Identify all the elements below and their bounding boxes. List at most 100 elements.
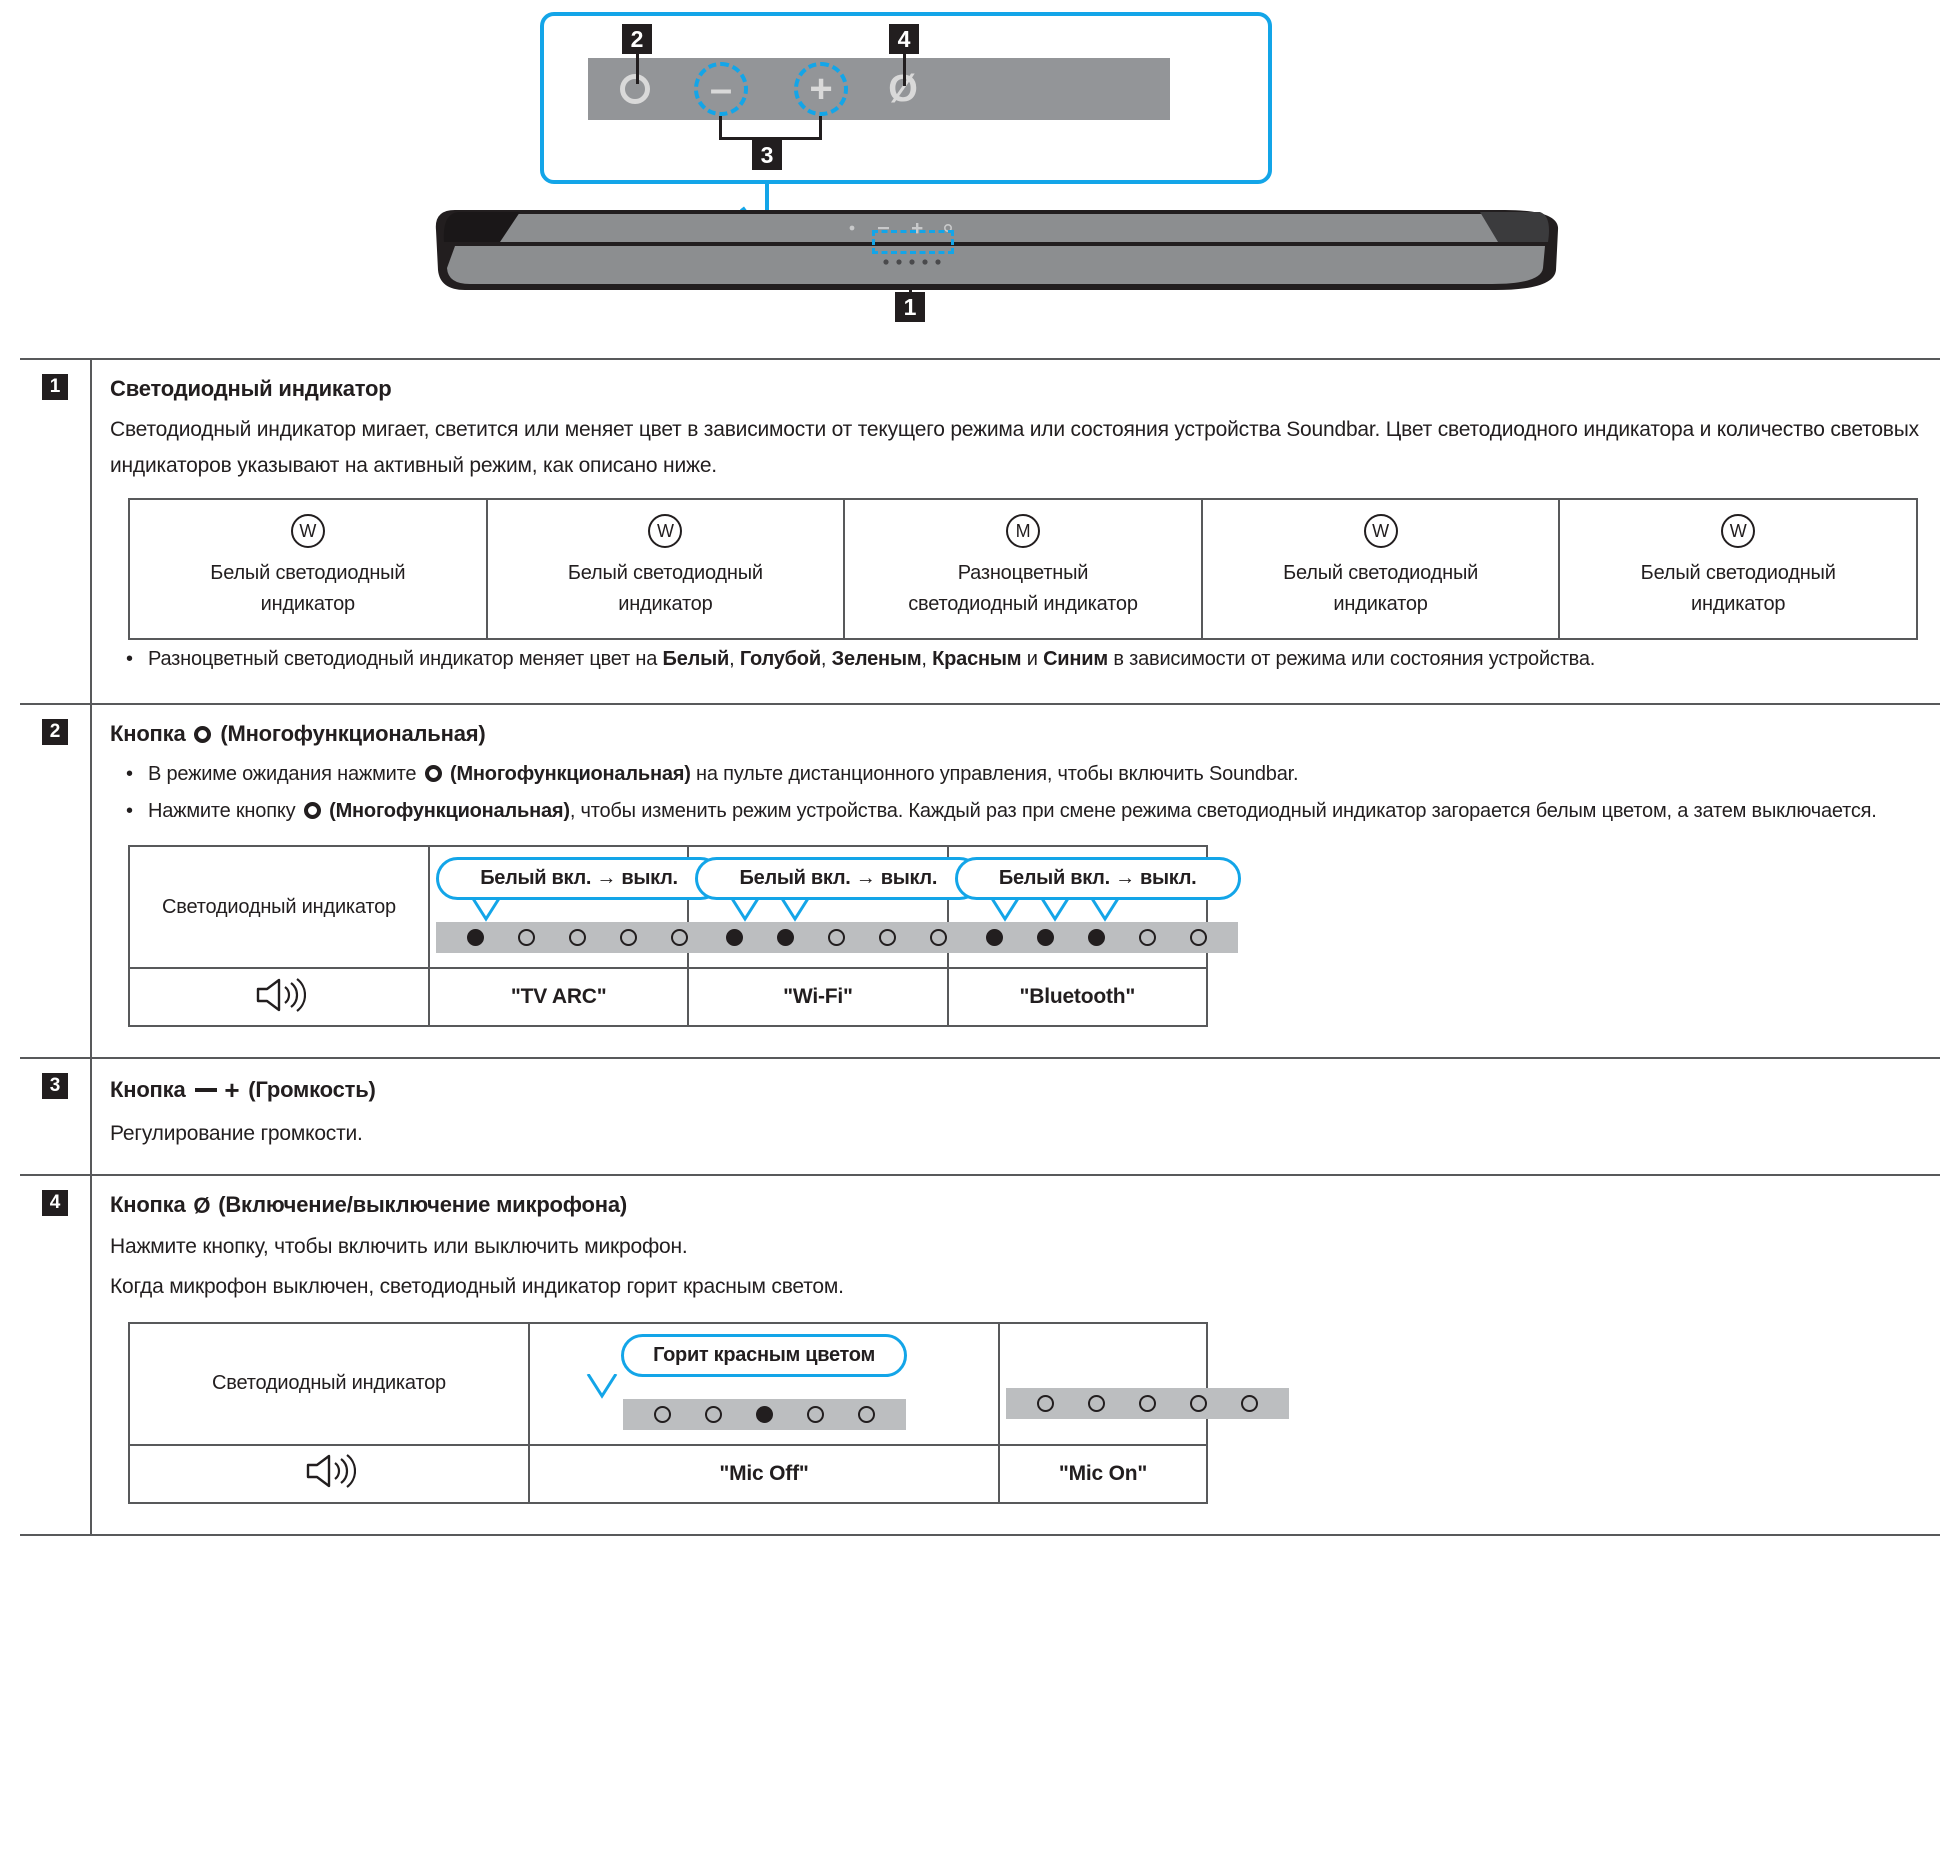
led-dot bbox=[704, 1405, 722, 1423]
led-cell-2: W Белый светодиодный индикатор bbox=[485, 498, 846, 641]
sep: , bbox=[729, 648, 740, 671]
section-badge-2: 2 bbox=[42, 719, 68, 746]
soundbar-diagram: – + Ø 2 4 3 1 bbox=[0, 0, 1960, 358]
led-letter-icon: W bbox=[1363, 514, 1398, 549]
led-dot bbox=[857, 1405, 875, 1423]
led-dot bbox=[653, 1405, 671, 1423]
title-post: (Многофункциональная) bbox=[214, 721, 486, 747]
led-letter-icon: W bbox=[648, 514, 683, 549]
section-row-3: 3 Кнопка + (Громкость) Регулирование гро… bbox=[20, 1059, 1940, 1177]
mode-value-2: "Wi-Fi" bbox=[687, 967, 949, 1028]
bubble-wrap: Белый вкл. → выкл. bbox=[436, 857, 722, 923]
speaker-sound-icon bbox=[256, 977, 307, 1012]
led-cell-4: W Белый светодиодный индикатор bbox=[1200, 498, 1561, 641]
bracket-left-3 bbox=[719, 116, 722, 140]
led-color-table: W Белый светодиодный индикатор W Белый с… bbox=[128, 498, 1918, 641]
section-paragraph-1: Светодиодный индикатор мигает, светится … bbox=[110, 418, 1919, 478]
section-row-2: 2 Кнопка (Многофункциональная) В режиме … bbox=[20, 705, 1940, 1060]
section-paragraph-4b: Когда микрофон выключен, светодиодный ин… bbox=[110, 1275, 844, 1299]
led-dot bbox=[879, 929, 897, 947]
section-title-2: Кнопка (Многофункциональная) bbox=[110, 721, 1922, 747]
section-body-2: Кнопка (Многофункциональная) В режиме ож… bbox=[92, 705, 1940, 1057]
section-number-cell-3: 3 bbox=[20, 1059, 92, 1175]
state-bubble: Горит красным цветом bbox=[621, 1333, 907, 1377]
multifunction-ring-icon bbox=[424, 765, 442, 783]
title-post: (Громкость) bbox=[242, 1077, 376, 1103]
mode-indicator-table: Светодиодный индикатор Белый вкл. → выкл… bbox=[128, 845, 1241, 1028]
led-label-line1: Белый светодиодный bbox=[1283, 562, 1479, 585]
led-dot bbox=[985, 929, 1003, 947]
state-bubble: Белый вкл. → выкл. bbox=[695, 857, 982, 901]
bubble-tail-svg bbox=[730, 897, 811, 923]
led-dot bbox=[726, 929, 744, 947]
mode-state-cell-1: Белый вкл. → выкл. bbox=[427, 845, 722, 970]
title-post: (Включение/выключение микрофона) bbox=[212, 1192, 628, 1218]
section-paragraph-4a: Нажмите кнопку, чтобы включить или выклю… bbox=[110, 1235, 688, 1259]
mode-row-label: Светодиодный индикатор bbox=[128, 845, 430, 970]
mic-off-slash-icon: Ø bbox=[193, 1193, 211, 1219]
led-dot-strip bbox=[954, 922, 1238, 954]
led-label-line1: Белый светодиодный bbox=[1640, 562, 1836, 585]
section-body-3: Кнопка + (Громкость) Регулирование громк… bbox=[92, 1059, 1940, 1174]
section-row-4: 4 Кнопка Ø (Включение/выключение микрофо… bbox=[20, 1176, 1940, 1534]
led-dot-strip bbox=[436, 922, 719, 954]
mic-row-label: Светодиодный индикатор bbox=[128, 1321, 530, 1446]
volume-plus-icon: + bbox=[224, 1075, 240, 1106]
led-cell-3: M Разноцветный светодиодный индикатор bbox=[843, 498, 1203, 641]
leader-line-4 bbox=[903, 54, 906, 86]
leader-line-2 bbox=[636, 54, 639, 84]
sep: , bbox=[921, 648, 933, 671]
bubble-tail-svg bbox=[989, 897, 1120, 923]
state-bubble: Белый вкл. → выкл. bbox=[436, 857, 722, 901]
section-2-bullets: В режиме ожидания нажмите (Многофункцион… bbox=[110, 757, 1922, 829]
color-red: Красным bbox=[932, 648, 1022, 671]
multifunction-ring-icon bbox=[303, 802, 321, 820]
multifunction-ring-icon bbox=[194, 726, 212, 744]
list-item: Нажмите кнопку (Многофункциональная), чт… bbox=[110, 794, 1922, 829]
feature-table: 1 Светодиодный индикатор Светодиодный ин… bbox=[20, 358, 1940, 1536]
section-number-cell-1: 1 bbox=[20, 360, 92, 704]
led-dot bbox=[467, 929, 484, 947]
led-dot bbox=[518, 929, 535, 947]
led-dot bbox=[569, 929, 586, 947]
led-cell-5: W Белый светодиодный индикатор bbox=[1558, 498, 1918, 641]
section-badge-4: 4 bbox=[42, 1190, 68, 1217]
volume-plus-icon: + bbox=[794, 62, 848, 116]
mic-state-cell-2 bbox=[998, 1321, 1289, 1446]
callout-badge-3: 3 bbox=[752, 140, 782, 170]
multifunction-ring-icon bbox=[620, 74, 650, 104]
bubble-tail-svg bbox=[586, 1373, 618, 1399]
led-label-line1: Разноцветный bbox=[957, 562, 1089, 585]
led-label-line2: индикатор bbox=[260, 593, 356, 616]
led-letter-icon: W bbox=[290, 514, 325, 549]
led-letter-icon: M bbox=[1005, 514, 1040, 549]
callout-badge-4: 4 bbox=[889, 24, 919, 54]
led-label-line1: Белый светодиодный bbox=[210, 562, 406, 585]
callout-badge-1: 1 bbox=[895, 292, 925, 322]
title-pre: Кнопка bbox=[110, 1192, 192, 1218]
section-title-4: Кнопка Ø (Включение/выключение микрофона… bbox=[110, 1192, 1922, 1219]
section-row-1: 1 Светодиодный индикатор Светодиодный ин… bbox=[20, 360, 1940, 706]
table-row: Светодиодный индикатор Белый вкл. → выкл… bbox=[128, 845, 1241, 970]
bullet-text-b: (Многофункциональная) bbox=[444, 763, 691, 786]
callout-badge-2: 2 bbox=[622, 24, 652, 54]
mode-value-1: "TV ARC" bbox=[427, 967, 690, 1028]
speaker-icon-cell bbox=[128, 1443, 530, 1504]
volume-minus-icon: – bbox=[694, 62, 748, 116]
sep: , bbox=[820, 648, 832, 671]
speaker-icon-cell bbox=[128, 967, 430, 1028]
bracket-span-3 bbox=[719, 137, 822, 140]
list-item: В режиме ожидания нажмите (Многофункцион… bbox=[110, 757, 1922, 792]
led-dot bbox=[777, 929, 795, 947]
mode-state-cell-2: Белый вкл. → выкл. bbox=[687, 845, 982, 970]
mic-state-cell-1: Горит красным цветом bbox=[528, 1321, 1000, 1446]
bubble-wrap: Белый вкл. → выкл. bbox=[954, 857, 1241, 923]
soundbar-illustration bbox=[435, 210, 1559, 290]
section-body-1: Светодиодный индикатор Светодиодный инди… bbox=[92, 360, 1940, 703]
state-bubble: Белый вкл. → выкл. bbox=[954, 857, 1241, 901]
mic-value-2: "Mic On" bbox=[998, 1443, 1208, 1504]
bullet-pre: Разноцветный светодиодный индикатор меня… bbox=[148, 648, 663, 671]
led-letter-icon: W bbox=[1721, 514, 1756, 549]
led-window-highlight bbox=[872, 230, 954, 254]
